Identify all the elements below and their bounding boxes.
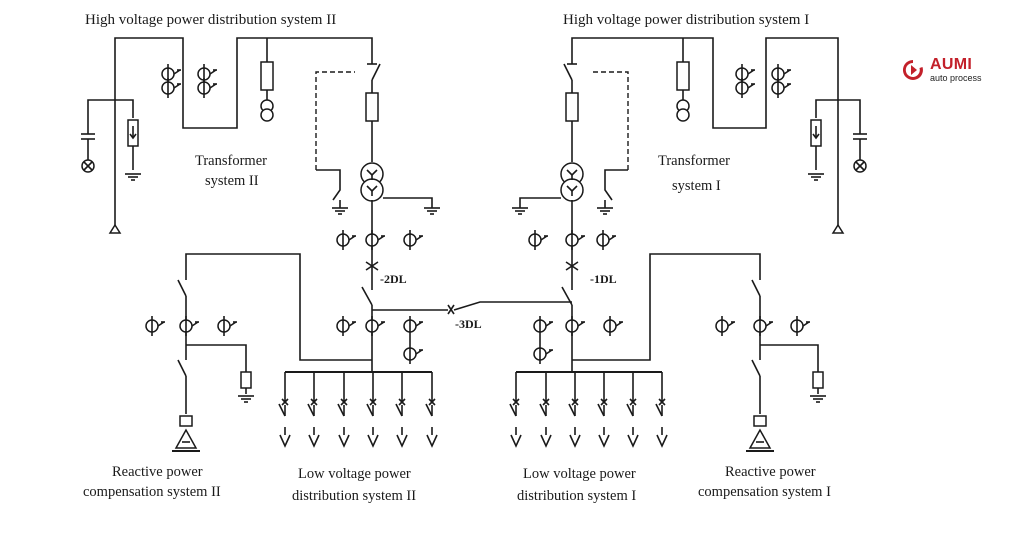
logo-tagline: auto process	[930, 73, 982, 83]
breaker-2dl-label: -2DL	[380, 272, 407, 286]
hv-section-ii	[81, 37, 441, 270]
transformer-i-label-line1: Transformer	[658, 153, 730, 169]
reactive-ii	[145, 258, 255, 452]
feeders-ii	[278, 372, 438, 447]
hv-section-i	[511, 37, 867, 270]
reactive-i-label-line2: compensation system I	[698, 484, 831, 500]
reactive-i	[715, 258, 827, 452]
hv-system-ii-label: High voltage power distribution system I…	[85, 12, 336, 28]
reactive-i-label-line1: Reactive power	[725, 464, 816, 480]
transformer-ii-label-line1: Transformer	[195, 153, 267, 169]
gear-icon	[902, 59, 923, 80]
logo-name: AUMI	[930, 56, 973, 73]
bus-tie	[453, 301, 572, 311]
aumi-logo[interactable]: AUMI auto process	[900, 56, 1000, 86]
hv-system-i-label: High voltage power distribution system I	[563, 12, 809, 28]
lv-section-ii	[185, 253, 455, 373]
transformer-i-label-line2: system I	[672, 178, 721, 194]
lv-system-i-label-line2: distribution system I	[517, 488, 636, 504]
breaker-3dl-label: -3DL	[455, 317, 482, 331]
lv-section-i	[516, 253, 761, 373]
transformer-ii-label-line2: system II	[205, 173, 259, 189]
lv-system-ii-label-line1: Low voltage power	[298, 466, 411, 482]
lv-system-ii-label-line2: distribution system II	[292, 488, 416, 504]
reactive-ii-label-line2: compensation system II	[83, 484, 221, 500]
breaker-1dl-label: -1DL	[590, 272, 617, 286]
feeders-i	[509, 372, 668, 447]
reactive-ii-label-line1: Reactive power	[112, 464, 203, 480]
lv-system-i-label-line1: Low voltage power	[523, 466, 636, 482]
